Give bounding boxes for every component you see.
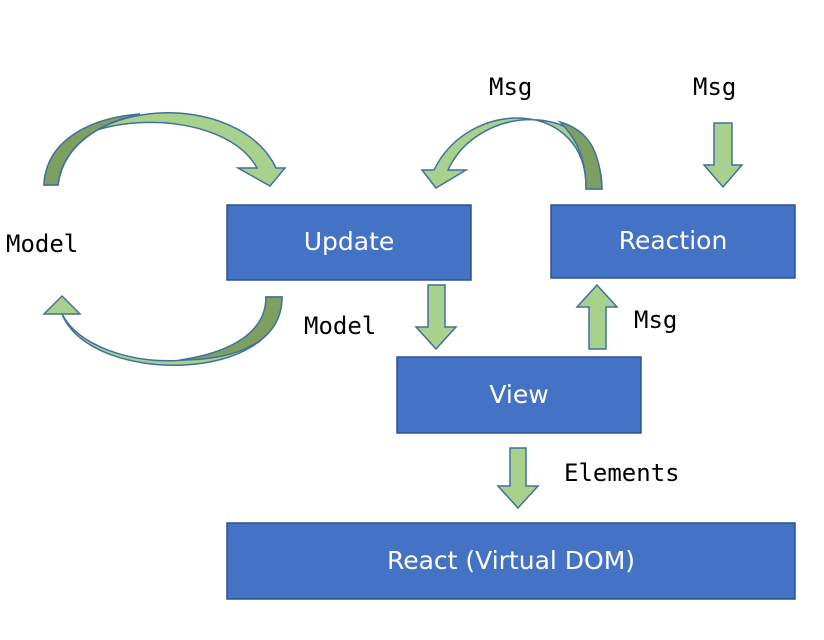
label-msg-top-left: Msg [489, 73, 532, 101]
label-model-right: Model [304, 312, 376, 340]
react-virtual-dom-box: React (Virtual DOM) [226, 522, 796, 600]
react-virtual-dom-box-label: React (Virtual DOM) [387, 546, 635, 575]
reaction-box: Reaction [550, 204, 796, 279]
arrow-view-to-react [496, 447, 540, 510]
label-msg-view: Msg [634, 306, 677, 334]
label-elements: Elements [564, 459, 680, 487]
view-box: View [396, 356, 642, 434]
label-msg-top-right: Msg [693, 73, 736, 101]
arrow-view-to-reaction [575, 283, 619, 350]
label-model-left: Model [6, 230, 78, 258]
update-box-label: Update [304, 227, 395, 256]
curved-arrow-model-to-update [43, 112, 287, 187]
update-box: Update [226, 204, 472, 281]
reaction-box-label: Reaction [619, 226, 728, 255]
arrow-update-to-view [414, 284, 458, 351]
arrow-msg-to-reaction [702, 122, 744, 189]
view-box-label: View [489, 380, 548, 409]
curved-arrow-reaction-to-update [420, 117, 603, 190]
curved-arrow-update-to-model [42, 294, 283, 367]
